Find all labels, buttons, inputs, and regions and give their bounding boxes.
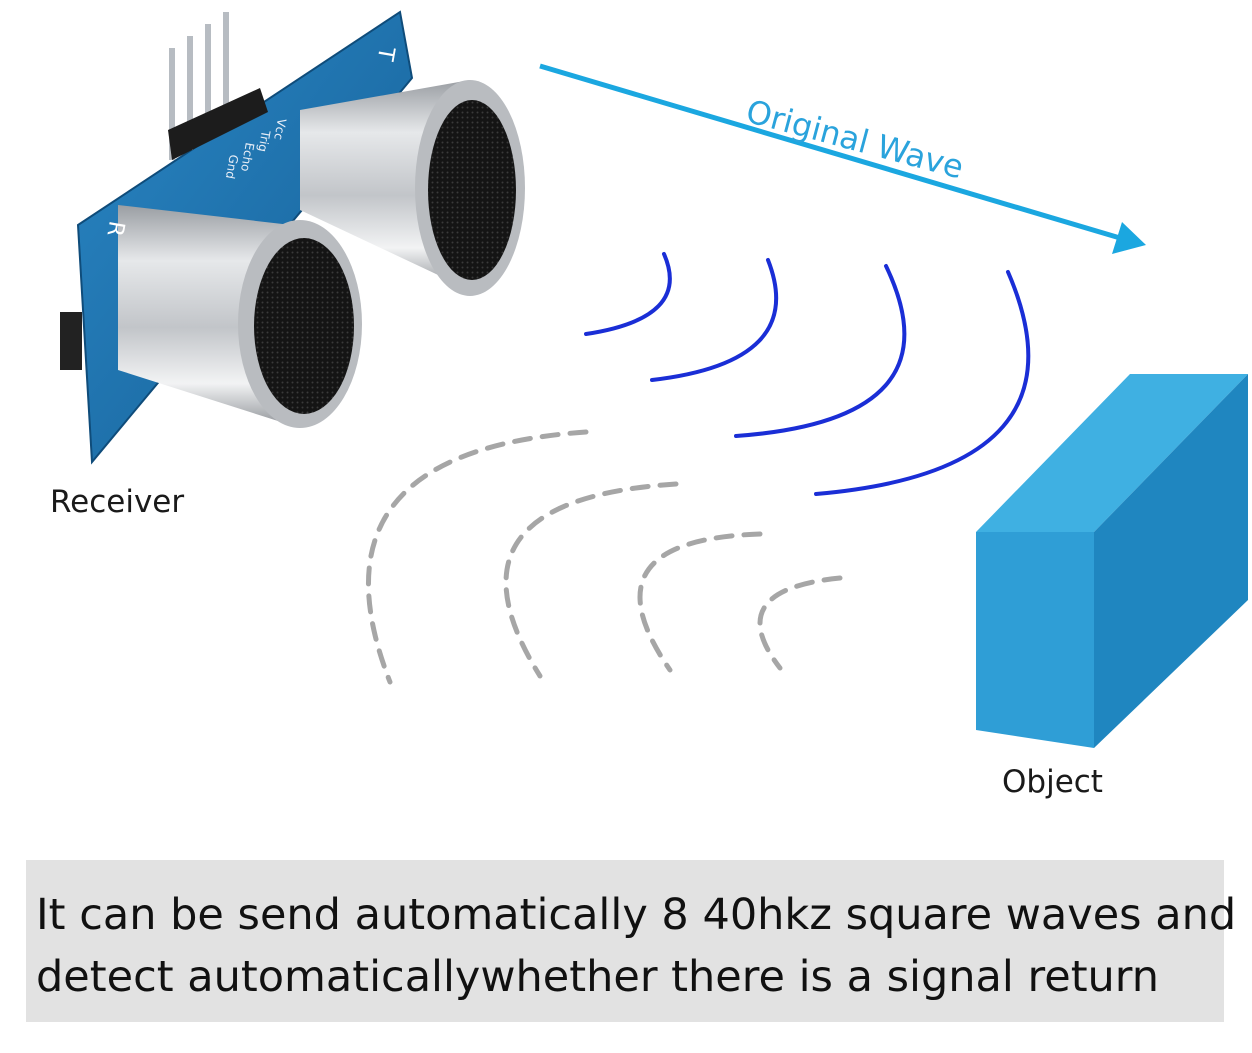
receiver-label: Receiver <box>50 484 185 520</box>
transmitter-can <box>300 80 525 296</box>
pin-label-echo: Echo <box>238 141 257 172</box>
receiver-mark: R <box>101 219 128 238</box>
sensor-connector <box>60 312 82 370</box>
caption-line-2: detect automaticallywhether there is a s… <box>36 952 1159 1002</box>
reflected-wave-2 <box>503 481 679 679</box>
pin-label-vcc: Vcc <box>271 117 289 141</box>
emitted-wave-2 <box>650 258 779 382</box>
transmitter-mark: T <box>372 44 399 63</box>
object-label: Object <box>1002 764 1103 800</box>
reflected-waves <box>366 429 843 685</box>
ultrasonic-sensor: T R Vcc Trig Echo Gnd <box>60 10 525 465</box>
emitted-wave-3 <box>734 264 907 438</box>
original-wave-arrow <box>539 63 1146 254</box>
object-top <box>976 374 1248 532</box>
object-front <box>976 532 1094 748</box>
emitted-waves <box>584 252 1031 496</box>
object-block <box>976 374 1248 748</box>
receiver-can <box>118 205 362 428</box>
pin-label-gnd: Gnd <box>223 153 241 180</box>
emitted-wave-4 <box>814 270 1031 496</box>
reflected-wave-4 <box>757 575 843 671</box>
reflected-wave-3 <box>637 531 763 673</box>
reflected-wave-1 <box>366 429 589 685</box>
caption-line-1: It can be send automatically 8 40hkz squ… <box>36 890 1237 940</box>
object-side <box>1094 374 1248 748</box>
pin-label-trig: Trig <box>255 128 273 153</box>
emitted-wave-1 <box>584 252 672 336</box>
caption-box: It can be send automatically 8 40hkz squ… <box>26 860 1236 1022</box>
pin-header-block <box>168 88 268 160</box>
